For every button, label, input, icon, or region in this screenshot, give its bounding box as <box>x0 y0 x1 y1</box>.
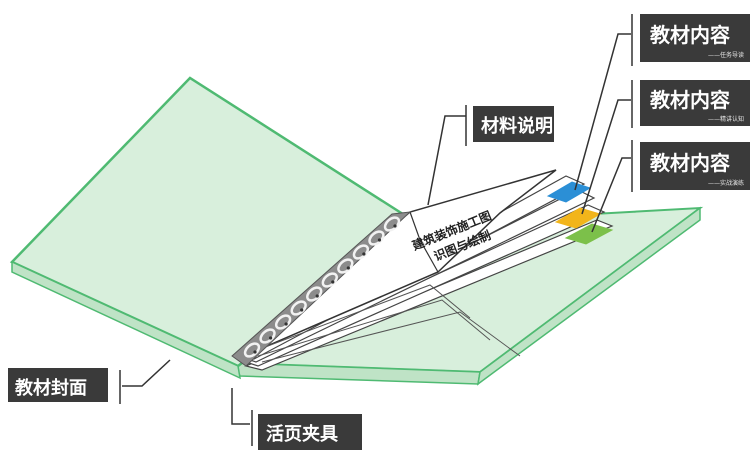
binder-ring <box>352 244 370 260</box>
leader-material <box>427 115 466 206</box>
binder-ring <box>337 258 354 274</box>
binder-ring-hole <box>377 238 382 242</box>
binder-ring <box>321 272 338 288</box>
label-material-text: 材料说明 <box>481 116 553 137</box>
label-content-2-subtitle: ——精讲认知 <box>707 116 744 123</box>
label-material: 材料说明 <box>473 106 554 142</box>
binder-ring-hole <box>268 336 273 340</box>
binder-ring-hole <box>362 252 366 256</box>
binder-ring-hole <box>331 280 335 284</box>
binder-ring-hole <box>300 308 304 312</box>
binder-ring <box>274 314 292 330</box>
binder-ring-hole <box>315 294 319 298</box>
leader-content-3 <box>591 157 631 233</box>
binder-ring-hole <box>253 350 257 354</box>
label-cover: 教材封面 <box>8 368 108 402</box>
label-content-1: 教材内容 ——任务导读 <box>640 14 750 62</box>
binder-ring-hole <box>393 224 397 228</box>
label-binder-text: 活页夹具 <box>266 424 338 445</box>
binder-ring <box>243 342 261 358</box>
binder-ring <box>383 216 401 232</box>
label-content-3-title: 教材内容 <box>650 151 730 175</box>
leader-content-2 <box>581 99 631 215</box>
binder-ring-hole <box>284 322 288 326</box>
label-binder: 活页夹具 <box>258 414 362 450</box>
label-cover-text: 教材封面 <box>15 378 87 399</box>
leader-content-1 <box>574 33 631 191</box>
label-content-1-subtitle: ——任务导读 <box>707 52 744 59</box>
binder-ring <box>306 286 323 302</box>
label-content-3: 教材内容 ——实战演练 <box>640 142 750 190</box>
binder-ring <box>368 230 385 246</box>
binder-rings <box>243 216 401 358</box>
binder-ring <box>259 328 276 344</box>
divider-tabs <box>546 181 614 245</box>
page-stack <box>238 169 614 371</box>
binder-ring <box>290 300 307 316</box>
label-content-1-title: 教材内容 <box>650 23 730 47</box>
leader-binder <box>231 388 250 425</box>
label-content-3-subtitle: ——实战演练 <box>707 180 744 187</box>
leader-lines <box>119 14 633 446</box>
binder-ring-hole <box>346 266 350 270</box>
tab-green <box>564 223 614 245</box>
leader-cover <box>122 359 171 387</box>
label-content-2: 教材内容 ——精讲认知 <box>640 80 750 126</box>
label-content-2-title: 教材内容 <box>650 88 730 112</box>
